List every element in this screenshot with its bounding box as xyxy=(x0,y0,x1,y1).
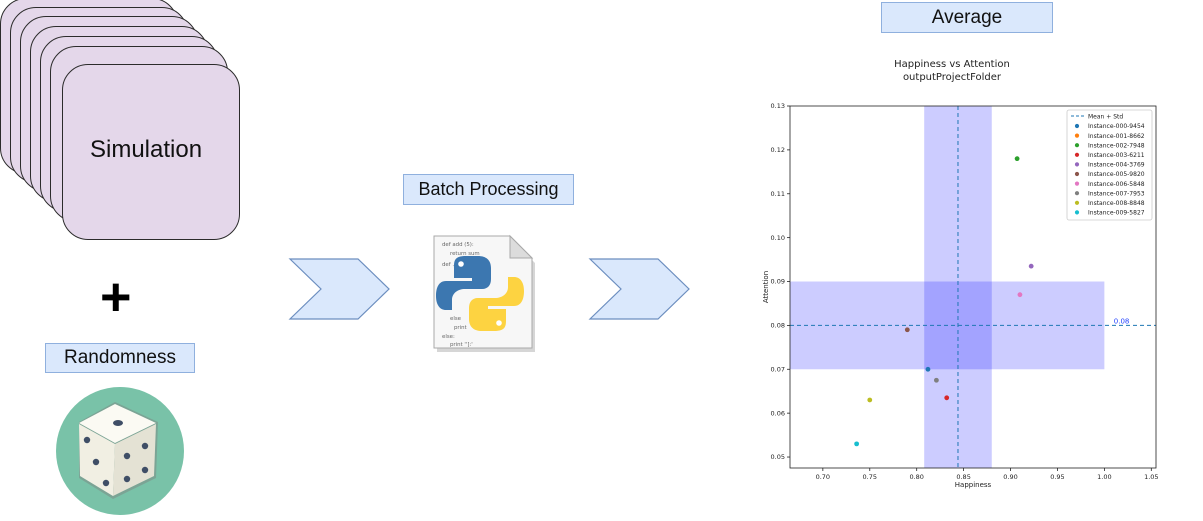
code-line: def add (5): xyxy=(442,242,474,248)
data-point xyxy=(904,327,910,333)
y-tick-label: 0.07 xyxy=(771,365,785,373)
legend-swatch xyxy=(1074,123,1080,129)
x-tick-label: 0.95 xyxy=(1050,473,1064,481)
data-point xyxy=(944,395,950,401)
simulation-label: Simulation xyxy=(90,136,203,163)
legend-swatch xyxy=(1074,171,1080,177)
legend-entry: Instance-009-5827 xyxy=(1088,210,1145,217)
data-point xyxy=(925,366,931,372)
plot-frame xyxy=(789,105,1157,469)
legend-swatch xyxy=(1074,152,1080,157)
x-tick-label: 0.90 xyxy=(1003,473,1017,481)
legend-entry: Instance-000-9454 xyxy=(1088,123,1145,130)
x-tick-label: 0.75 xyxy=(863,473,877,481)
legend-entry: Instance-003-6211 xyxy=(1088,152,1145,159)
code-line: else xyxy=(450,316,462,322)
python-script-icon: def add (5): return sum def ... else pri… xyxy=(433,234,535,352)
data-point xyxy=(934,377,939,383)
x-tick-label: 0.70 xyxy=(816,473,830,481)
legend-box xyxy=(1066,109,1153,221)
x-tick-label: 1.00 xyxy=(1097,473,1111,481)
data-point xyxy=(854,441,860,447)
chart-title: Happiness vs Attention xyxy=(894,59,1010,70)
y-tick-label: 0.12 xyxy=(771,146,785,154)
y-tick-label: 0.05 xyxy=(771,453,785,461)
data-point xyxy=(1017,292,1023,298)
scatter-chart: Happiness vs Attention outputProjectFold… xyxy=(762,59,1159,489)
plus-symbol: + xyxy=(100,267,132,327)
randomness-label: Randomness xyxy=(45,343,195,373)
code-line: def ... xyxy=(442,262,458,268)
chart-legend: Mean + Std Instance-000-9454Instance-001… xyxy=(1066,109,1153,221)
y-tick-label: 0.10 xyxy=(771,234,785,242)
chart-subtitle: outputProjectFolder xyxy=(903,72,1002,83)
x-tick-label: 0.80 xyxy=(909,473,923,481)
dice-icon xyxy=(56,387,184,515)
data-point xyxy=(1028,263,1034,269)
code-line: print xyxy=(454,325,467,331)
legend-entry: Instance-004-3769 xyxy=(1088,162,1145,169)
legend-mean-label: Mean + Std xyxy=(1088,114,1123,121)
legend-swatch xyxy=(1074,181,1080,186)
simulation-card xyxy=(62,64,240,240)
legend-entry: Instance-005-9820 xyxy=(1088,171,1145,178)
y-tick-label: 0.09 xyxy=(771,278,785,286)
legend-entry: Instance-002-7948 xyxy=(1088,142,1145,149)
legend-entry: Instance-008-8848 xyxy=(1088,200,1145,207)
average-label: Average xyxy=(881,2,1053,33)
batch-processing-label: Batch Processing xyxy=(403,174,574,205)
legend-swatch xyxy=(1074,210,1080,215)
code-line: print '']:' xyxy=(450,342,473,348)
code-line: return sum xyxy=(450,251,480,257)
x-tick-label: 0.85 xyxy=(956,473,970,481)
flow-arrow-2 xyxy=(588,258,690,320)
code-line: else: xyxy=(442,334,455,340)
y-tick-label: 0.11 xyxy=(771,190,785,198)
data-point xyxy=(1014,156,1020,162)
legend-entry: Instance-007-7953 xyxy=(1088,190,1145,197)
legend-swatch xyxy=(1074,191,1080,196)
flow-arrow-1 xyxy=(288,258,390,320)
x-axis-label: Happiness xyxy=(955,481,992,489)
data-point xyxy=(867,397,873,403)
y-tick-label: 0.06 xyxy=(771,409,785,417)
legend-swatch xyxy=(1074,133,1080,138)
y-tick-label: 0.08 xyxy=(771,322,785,330)
y-axis-label: Attention xyxy=(762,271,770,303)
y-tick-label: 0.13 xyxy=(771,102,785,110)
mean-value-label: 0.08 xyxy=(1114,317,1130,325)
legend-swatch xyxy=(1074,143,1080,148)
legend-entry: Instance-001-8662 xyxy=(1088,133,1145,140)
legend-swatch xyxy=(1074,162,1080,167)
legend-swatch xyxy=(1074,200,1080,205)
x-tick-label: 1.05 xyxy=(1144,473,1158,481)
legend-entry: Instance-006-5848 xyxy=(1088,181,1145,188)
